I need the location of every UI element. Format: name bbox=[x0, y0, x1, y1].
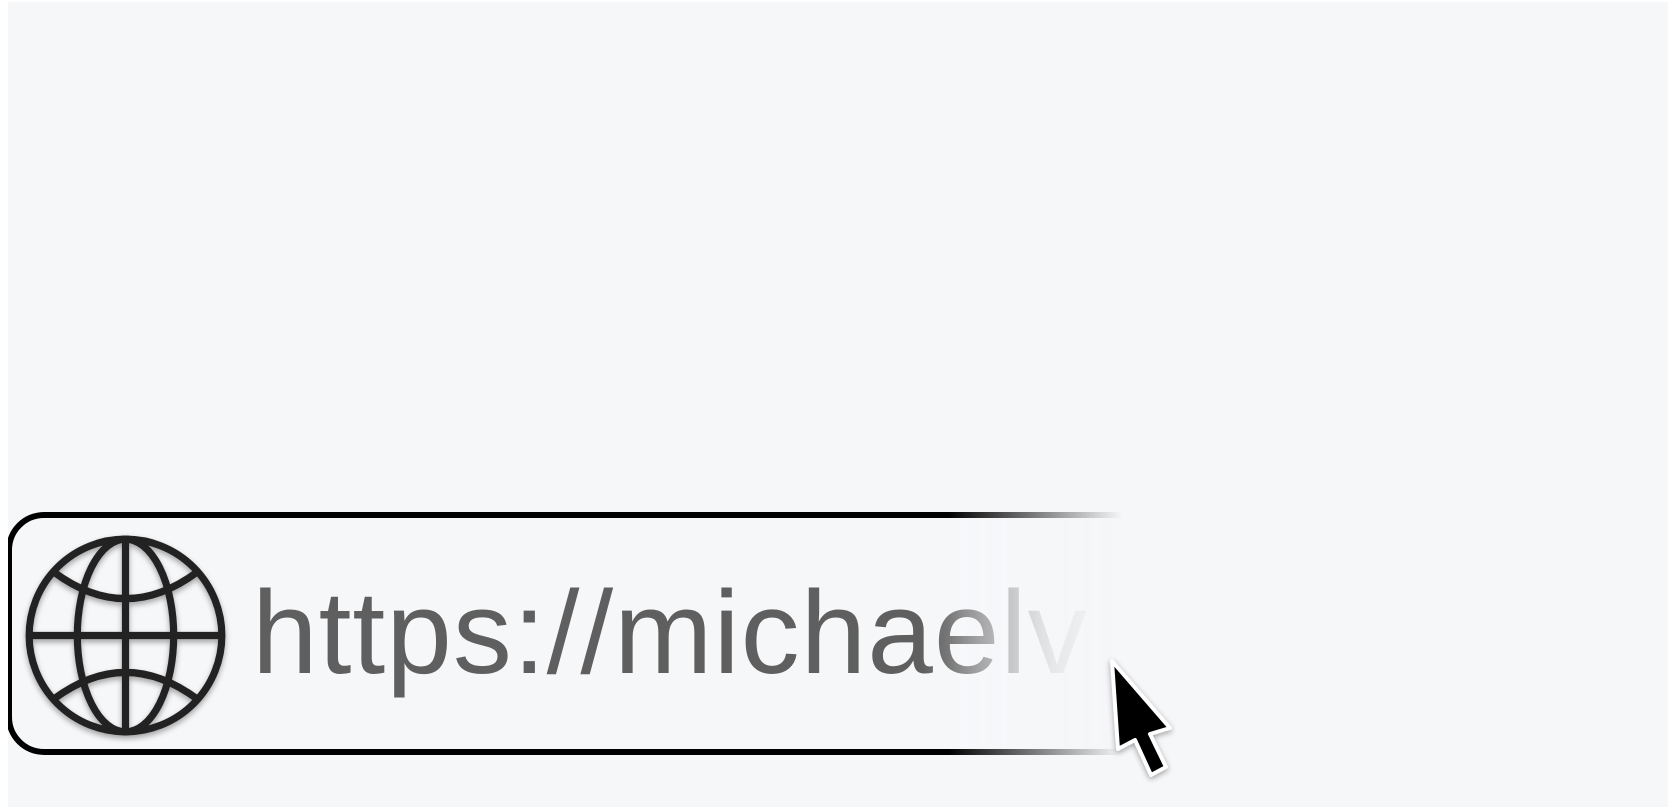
address-bar[interactable]: https://michaelv bbox=[8, 512, 1246, 755]
pointer-arrow-icon bbox=[1110, 659, 1172, 777]
globe-icon bbox=[25, 535, 226, 736]
page-background: https://michaelv bbox=[8, 2, 1668, 807]
url-text: https://michaelv bbox=[252, 567, 1088, 699]
